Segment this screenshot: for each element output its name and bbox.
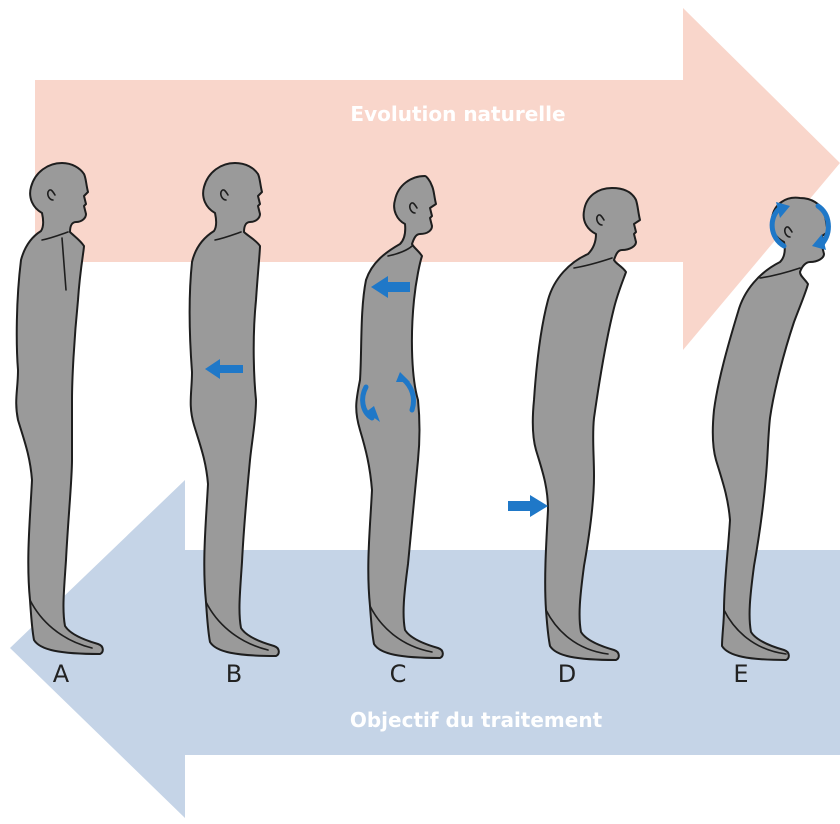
natural-evolution-arrow (35, 8, 840, 350)
figure-label-b: B (226, 660, 242, 688)
figure-label-a: A (53, 660, 70, 688)
figure-label-c: C (390, 660, 407, 688)
figure-label-d: D (558, 660, 576, 688)
natural-evolution-label: Evolution naturelle (350, 102, 565, 126)
treatment-goal-label: Objectif du traitement (350, 708, 603, 732)
arrow-right-icon (508, 495, 548, 517)
figure-label-e: E (733, 660, 748, 688)
